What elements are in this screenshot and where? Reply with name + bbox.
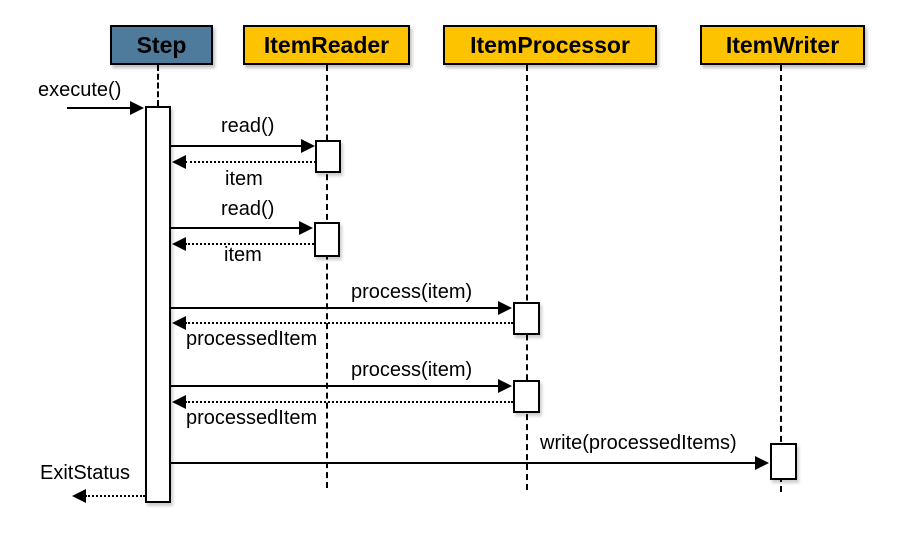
itemwriter-header-label: ItemWriter (725, 31, 840, 58)
itemprocessor-activation-2 (513, 380, 540, 413)
execute-arrowhead (130, 101, 144, 115)
itemprocessor-header: ItemProcessor (443, 25, 657, 65)
step-activation-bar (145, 106, 171, 503)
step-header-label: Step (136, 31, 187, 58)
itemreader-lifeline (326, 65, 328, 488)
read2-label: read() (221, 198, 275, 220)
exitstatus-arrowhead (72, 489, 86, 503)
write-arrow-line (171, 462, 756, 464)
read1-label: read() (221, 115, 275, 137)
exitstatus-return-line (85, 495, 145, 497)
read2-arrow-line (171, 227, 300, 229)
process1-arrow-line (171, 307, 499, 309)
step-header: Step (110, 25, 213, 65)
processeditem1-return-line (185, 322, 513, 324)
itemreader-activation-1 (315, 140, 341, 173)
read2-arrowhead (299, 221, 313, 235)
itemprocessor-header-label: ItemProcessor (470, 31, 630, 58)
write-label: write(processedItems) (540, 432, 737, 454)
itemreader-header: ItemReader (243, 25, 410, 65)
exitstatus-label: ExitStatus (40, 462, 131, 484)
item1-label: item (225, 168, 263, 190)
process2-arrow-line (171, 385, 499, 387)
read1-arrow-line (171, 145, 302, 147)
item2-return-line (185, 243, 314, 245)
item2-label: item (224, 244, 262, 266)
processeditem1-arrowhead (172, 316, 186, 330)
itemwriter-activation-1 (770, 443, 797, 480)
itemprocessor-activation-1 (513, 302, 540, 335)
write-arrowhead (755, 456, 769, 470)
item2-arrowhead (172, 237, 186, 251)
process1-label: process(item) (351, 281, 473, 303)
itemreader-header-label: ItemReader (263, 31, 390, 58)
itemwriter-header: ItemWriter (700, 25, 865, 65)
processeditem2-return-line (185, 401, 513, 403)
item1-return-line (185, 161, 316, 163)
itemprocessor-lifeline (526, 65, 528, 490)
itemwriter-lifeline (780, 65, 782, 492)
execute-label: execute() (38, 79, 122, 101)
read1-arrowhead (301, 139, 315, 153)
processeditem1-label: processedItem (186, 328, 318, 350)
execute-arrow-line (67, 107, 131, 109)
itemreader-activation-2 (314, 222, 340, 257)
process2-label: process(item) (351, 359, 473, 381)
item1-arrowhead (172, 155, 186, 169)
process1-arrowhead (498, 301, 512, 315)
processeditem2-arrowhead (172, 395, 186, 409)
step-lifeline (157, 65, 159, 106)
processeditem2-label: processedItem (186, 407, 318, 429)
process2-arrowhead (498, 379, 512, 393)
